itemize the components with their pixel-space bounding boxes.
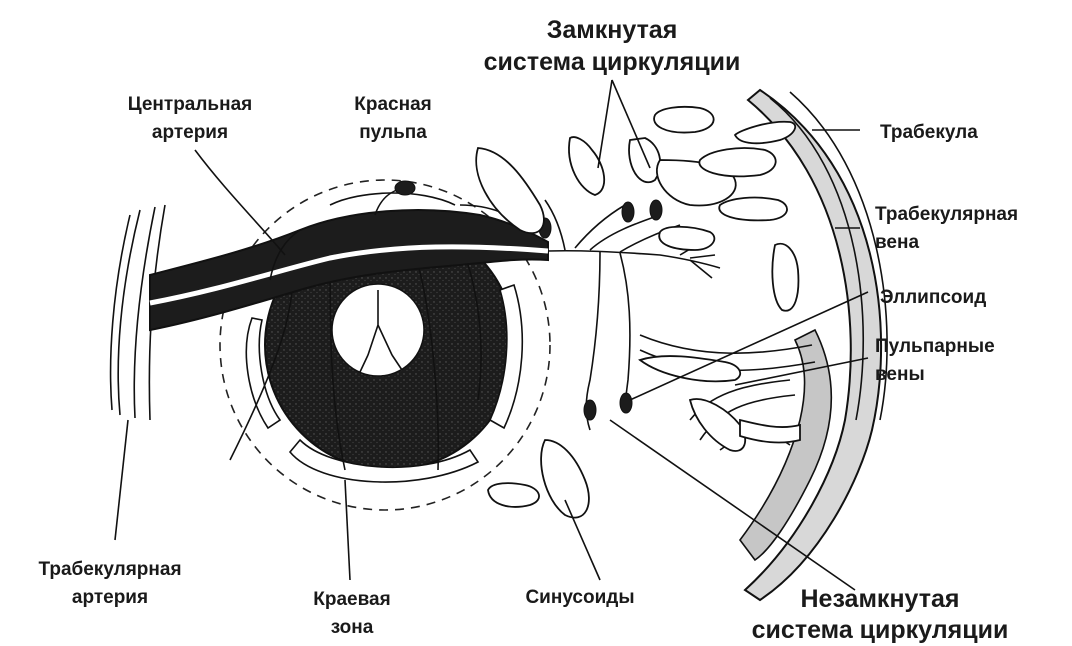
open-circulation-line1: Незамкнутая [800,585,959,613]
trabecular-artery-line1: Трабекулярная [38,559,181,580]
pulp-veins-line1: Пульпарные [875,336,995,357]
label-open-circulation: Незамкнутая система циркуляции [752,585,1009,644]
closed-circulation-line2: система циркуляции [484,48,741,76]
central-artery-line1: Центральная [128,94,253,115]
trabecular-vein-line1: Трабекулярная [875,204,1018,225]
label-marginal-zone: Краевая зона [313,589,390,638]
label-trabecular-artery: Трабекулярная артерия [38,559,181,608]
trabecular-artery-line2: артерия [72,587,148,608]
marginal-zone-line2: зона [331,617,374,638]
label-closed-circulation: Замкнутая система циркуляции [484,16,741,76]
label-trabecula: Трабекула [880,122,978,143]
label-pulp-veins: Пульпарные вены [875,336,995,385]
closed-circulation-line1: Замкнутая [547,16,678,44]
label-trabecular-vein: Трабекулярная вена [875,204,1018,253]
red-pulp-line1: Красная [354,94,431,115]
marginal-zone-line1: Краевая [313,589,390,610]
trabecular-vein-line2: вена [875,232,919,253]
label-ellipsoid: Эллипсоид [880,287,986,308]
open-circulation-line2: система циркуляции [752,616,1009,644]
pulp-veins-line2: вены [875,364,925,385]
label-red-pulp: Красная пульпа [354,94,431,143]
label-central-artery: Центральная артерия [128,94,253,143]
red-pulp-line2: пульпа [359,122,427,143]
label-sinusoids: Синусоиды [525,587,634,608]
central-artery-line2: артерия [152,122,228,143]
sinusoids [476,107,800,518]
